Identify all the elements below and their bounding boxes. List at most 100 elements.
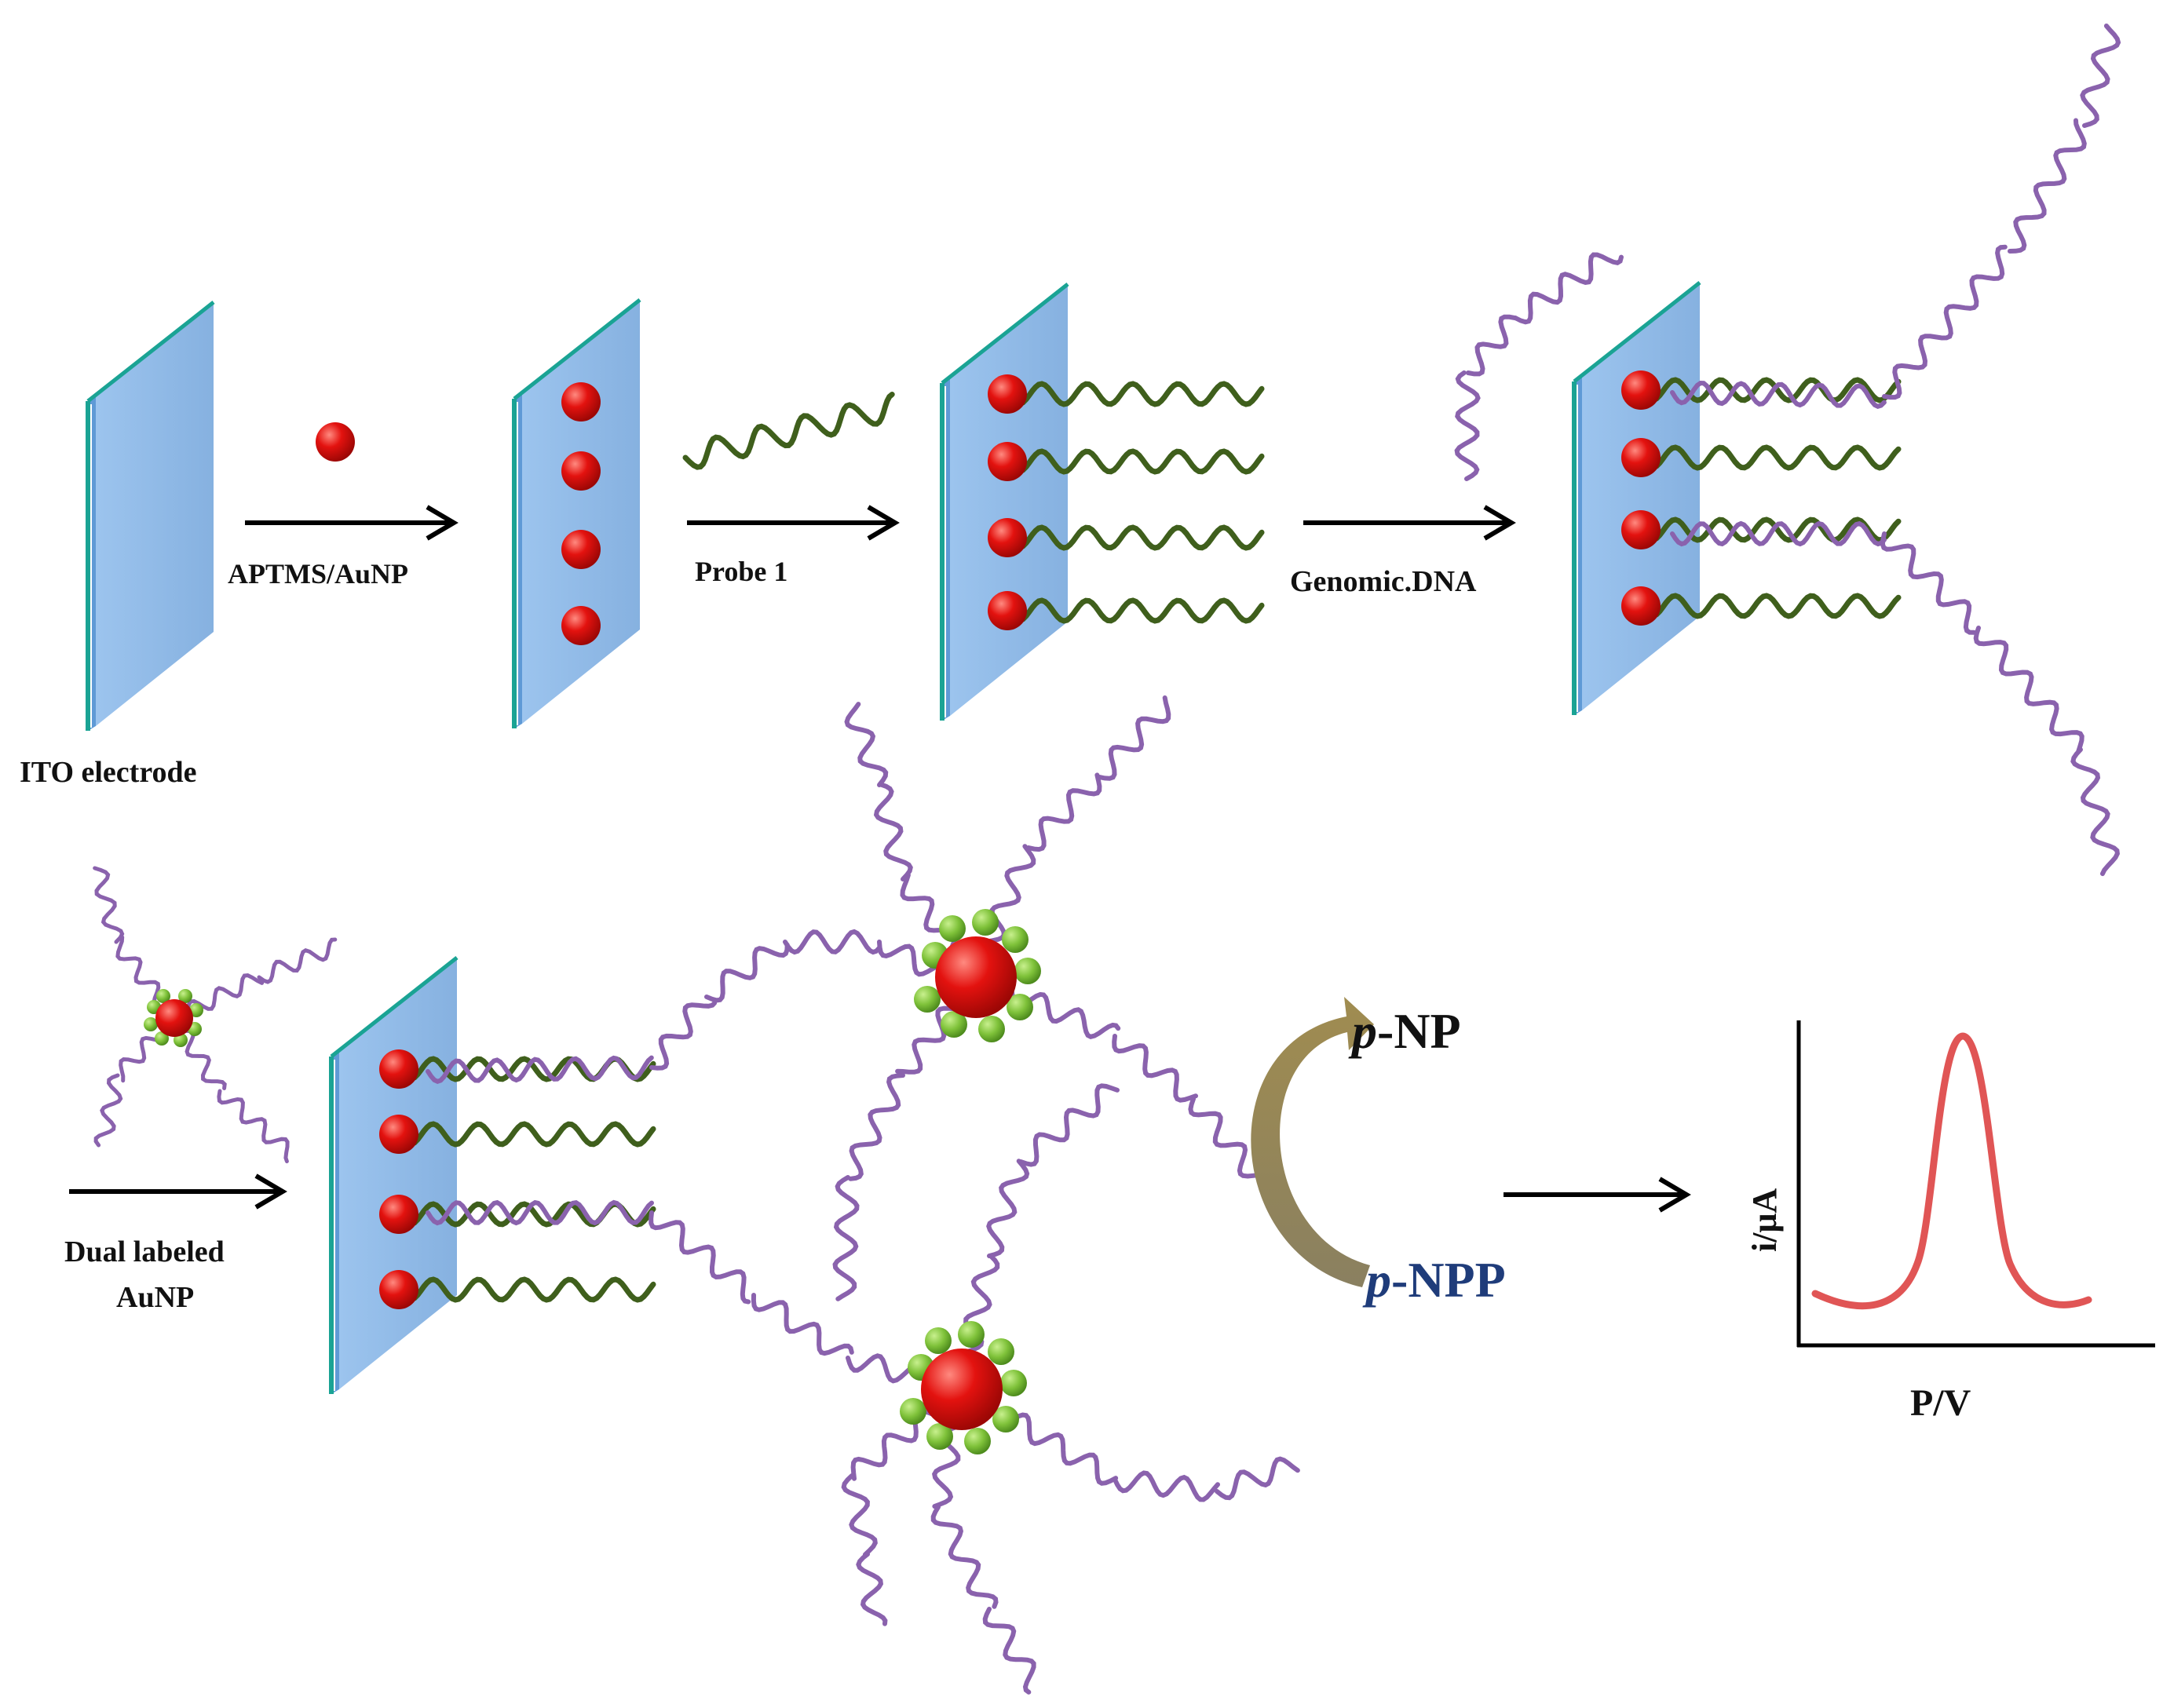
electrode-face	[339, 958, 457, 1389]
label-bead	[178, 989, 192, 1003]
label-bead	[939, 915, 966, 942]
ito-electrode-plate	[329, 956, 459, 1394]
gold-nanoparticle	[561, 606, 601, 645]
gold-nanoparticle	[988, 518, 1027, 557]
label-genomic-dna: Genomic.DNA	[1290, 565, 1477, 598]
gold-nanoparticle	[561, 382, 601, 422]
label-bead	[978, 1016, 1005, 1042]
genomic-dna-strand	[2070, 747, 2120, 877]
probe-strand	[1638, 444, 1902, 471]
arrow-head	[1658, 1177, 1691, 1213]
gold-nanoparticle	[561, 451, 601, 491]
genomic-dna-strand	[841, 1473, 878, 1557]
right-arrow-icon	[687, 505, 900, 541]
gold-nanoparticle	[379, 1195, 418, 1234]
genomic-dna-strand	[1215, 1456, 1300, 1501]
genomic-dna-strand	[1466, 314, 1518, 377]
voltammogram-plot	[1796, 1020, 2155, 1348]
electrode-top-edge	[330, 956, 459, 1058]
gold-nanoparticle	[379, 1270, 418, 1309]
right-arrow-icon	[1504, 1177, 1691, 1213]
label-bead	[958, 1321, 985, 1348]
genomic-dna-strand	[2008, 118, 2087, 254]
ito-electrode-plate	[86, 301, 215, 731]
genomic-dna-strand	[426, 1199, 654, 1226]
probe-strand	[1638, 377, 1902, 403]
probe-strand	[1638, 593, 1902, 619]
genomic-dna-strand	[704, 942, 790, 1003]
genomic-dna-strand	[2080, 24, 2121, 128]
label-bead	[964, 1428, 991, 1454]
genomic-dna-strand	[649, 1000, 718, 1071]
electrode-face	[1582, 283, 1700, 710]
label-ito-electrode: ITO electrode	[20, 756, 197, 789]
genomic-dna-strand	[930, 1505, 999, 1609]
genomic-dna-strand	[844, 702, 889, 787]
label-bead	[1002, 926, 1029, 953]
label-probe-1: Probe 1	[695, 556, 787, 587]
genomic-dna-strand	[257, 937, 338, 984]
ito-electrode-plate	[1572, 281, 1701, 715]
genomic-dna-strand	[217, 1089, 290, 1163]
label-p-npp: p-NPP	[1362, 1252, 1506, 1308]
genomic-dna-strand	[1670, 520, 1887, 547]
genomic-dna-strand	[426, 1055, 654, 1085]
genomic-dna-strand	[649, 1210, 751, 1305]
gold-nanoparticle	[1621, 370, 1661, 410]
curved-arrow-icon	[1251, 997, 1374, 1287]
genomic-dna-strand	[1880, 531, 1977, 635]
electrode-top-edge	[86, 301, 215, 403]
genomic-dna-strand	[1188, 1097, 1262, 1179]
genomic-dna-strand	[1018, 1083, 1120, 1167]
genomic-dna-strand	[1454, 370, 1481, 481]
probe-strand	[396, 1276, 656, 1303]
label-bead	[992, 1406, 1019, 1432]
genomic-dna-strand	[982, 1607, 1036, 1695]
electrode-face	[522, 300, 640, 724]
dual-labeled-aunp	[921, 1349, 1003, 1430]
electrode-face	[96, 302, 214, 726]
dual-labeled-aunp	[935, 936, 1017, 1018]
electrode-top-edge	[513, 298, 641, 400]
axis-label-potential: P/V	[1910, 1382, 1971, 1424]
gold-nanoparticle	[379, 1115, 418, 1154]
gold-nanoparticle	[988, 374, 1027, 414]
probe-strand	[1004, 597, 1265, 624]
label-dual-labeled-aunp: AuNP	[116, 1281, 194, 1314]
dual-labeled-aunp	[155, 999, 193, 1037]
gold-nanoparticle	[379, 1049, 418, 1089]
genomic-dna-strand	[986, 1159, 1030, 1258]
label-bead	[1000, 1370, 1027, 1396]
label-p-np: p-NP	[1348, 1003, 1461, 1059]
probe-strand	[1004, 448, 1265, 475]
axis-label-current: i/μA	[1745, 1188, 1784, 1252]
genomic-dna-strand	[832, 1175, 860, 1301]
gold-nanoparticle	[316, 422, 355, 462]
probe-strand	[1638, 516, 1902, 543]
gold-nanoparticle	[1621, 586, 1661, 626]
label-bead	[972, 909, 999, 936]
genomic-dna-strand	[848, 1073, 905, 1181]
genomic-dna-strand	[1513, 252, 1624, 325]
right-arrow-icon	[1303, 505, 1516, 541]
label-bead	[925, 1327, 952, 1354]
genomic-dna-strand	[1112, 1034, 1198, 1103]
electrode-top-edge	[941, 283, 1069, 385]
label-aptms-aunp: APTMS/AuNP	[228, 558, 408, 589]
genomic-dna-strand	[1882, 244, 2008, 400]
genomic-dna-strand	[93, 1073, 123, 1148]
label-bead	[155, 1031, 169, 1046]
label-bead	[926, 1423, 953, 1450]
right-arrow-icon	[245, 505, 459, 541]
label-bead	[1014, 958, 1041, 984]
arrow-head	[867, 505, 900, 541]
genomic-dna-strand	[1026, 772, 1102, 852]
genomic-dna-strand	[873, 782, 913, 881]
genomic-dna-strand	[1097, 695, 1171, 781]
label-bead	[144, 1017, 158, 1031]
label-bead	[900, 1398, 926, 1425]
genomic-dna-strand	[856, 1552, 888, 1626]
electrode-face	[950, 284, 1068, 716]
label-dual-labeled: Dual labeled	[64, 1235, 225, 1268]
genomic-dna-strand	[93, 866, 125, 944]
